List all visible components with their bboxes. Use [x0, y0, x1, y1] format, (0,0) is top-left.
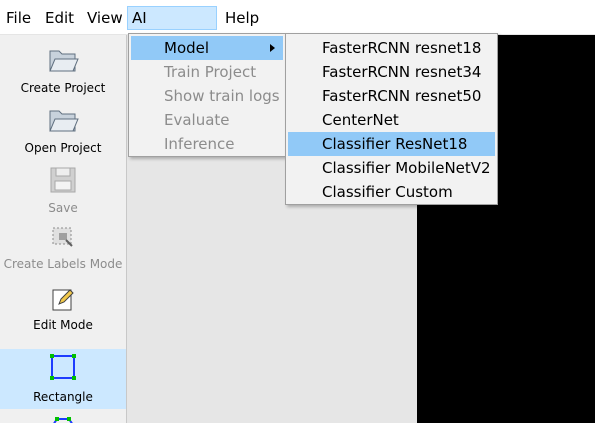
menu-view[interactable]: View [87, 9, 123, 27]
menu-item-train-project[interactable]: Train Project [164, 63, 257, 81]
chevron-right-icon [270, 44, 275, 52]
rectangle-shape-icon [50, 354, 76, 380]
menu-bar: File Edit View AI analyzer Help [0, 0, 595, 49]
pencil-edit-icon [52, 289, 74, 311]
folder-open-icon [49, 110, 79, 132]
model-item-fasterrcnn-resnet34[interactable]: FasterRCNN resnet34 [322, 63, 482, 81]
model-item-fasterrcnn-resnet18[interactable]: FasterRCNN resnet18 [322, 39, 482, 57]
menu-edit[interactable]: Edit [45, 9, 75, 27]
rectangle-tool-button[interactable]: Rectangle [0, 349, 126, 409]
rectangle-label: Rectangle [33, 390, 93, 404]
floppy-disk-icon [50, 167, 76, 193]
model-item-fasterrcnn-resnet50[interactable]: FasterRCNN resnet50 [322, 87, 482, 105]
menu-help[interactable]: Help [225, 9, 260, 27]
ai-analyzer-menu: Model Train Project Show train logs Eval… [128, 33, 286, 157]
menu-ai-analyzer[interactable]: AI analyzer [127, 6, 217, 49]
next-tool-button[interactable] [0, 413, 126, 423]
create-project-label: Create Project [20, 81, 106, 95]
model-submenu: FasterRCNN resnet18 FasterRCNN resnet34 … [285, 33, 498, 205]
save-button[interactable]: Save [0, 163, 126, 219]
open-project-button[interactable]: Open Project [0, 103, 126, 159]
create-labels-mode-button[interactable]: Create Labels Mode [0, 223, 126, 275]
save-label: Save [48, 201, 78, 215]
edit-mode-label: Edit Mode [33, 318, 93, 332]
model-item-centernet[interactable]: CenterNet [322, 111, 399, 129]
menu-item-evaluate[interactable]: Evaluate [164, 111, 230, 129]
menu-item-model-label: Model [164, 39, 210, 57]
menu-file[interactable]: File [6, 9, 32, 27]
edit-mode-button[interactable]: Edit Mode [0, 283, 126, 339]
menu-item-model[interactable]: Model [131, 36, 283, 60]
create-labels-mode-label: Create Labels Mode [3, 257, 123, 271]
menu-item-show-train-logs[interactable]: Show train logs [164, 87, 280, 105]
dashed-selection-icon [52, 227, 73, 247]
tools-panel: Create Project Open Project Save Create … [0, 35, 127, 423]
create-project-button[interactable]: Create Project [0, 43, 126, 99]
open-project-label: Open Project [24, 141, 102, 155]
model-item-classifier-custom[interactable]: Classifier Custom [322, 183, 453, 201]
model-item-classifier-mobilenetv2[interactable]: Classifier MobileNetV2 [322, 159, 491, 177]
polygon-shape-icon [53, 417, 73, 423]
folder-open-icon [49, 50, 79, 72]
model-item-classifier-resnet18[interactable]: Classifier ResNet18 [288, 132, 495, 156]
menu-item-inference[interactable]: Inference [164, 135, 235, 153]
